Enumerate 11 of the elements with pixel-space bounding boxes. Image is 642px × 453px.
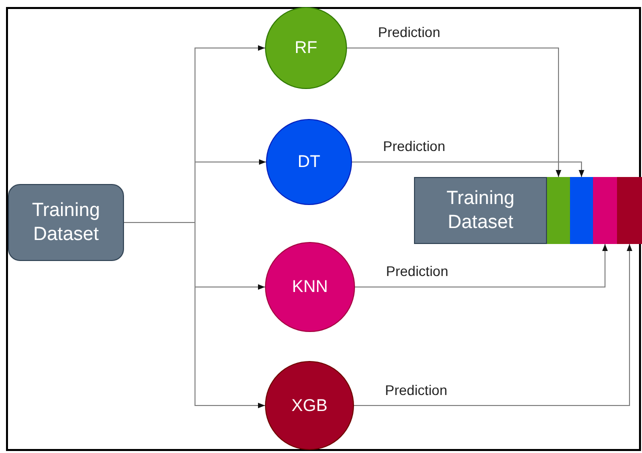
arrow [354,244,632,406]
arrow [346,48,562,178]
arrow [354,244,608,288]
prediction-column [617,177,642,244]
prediction-column [570,177,593,244]
arrow [352,162,584,178]
arrow [124,222,266,408]
prediction-column [547,177,570,244]
process-box: Training Dataset [8,184,124,261]
dataset-block: Training Dataset [414,177,547,244]
prediction-column [593,177,617,244]
